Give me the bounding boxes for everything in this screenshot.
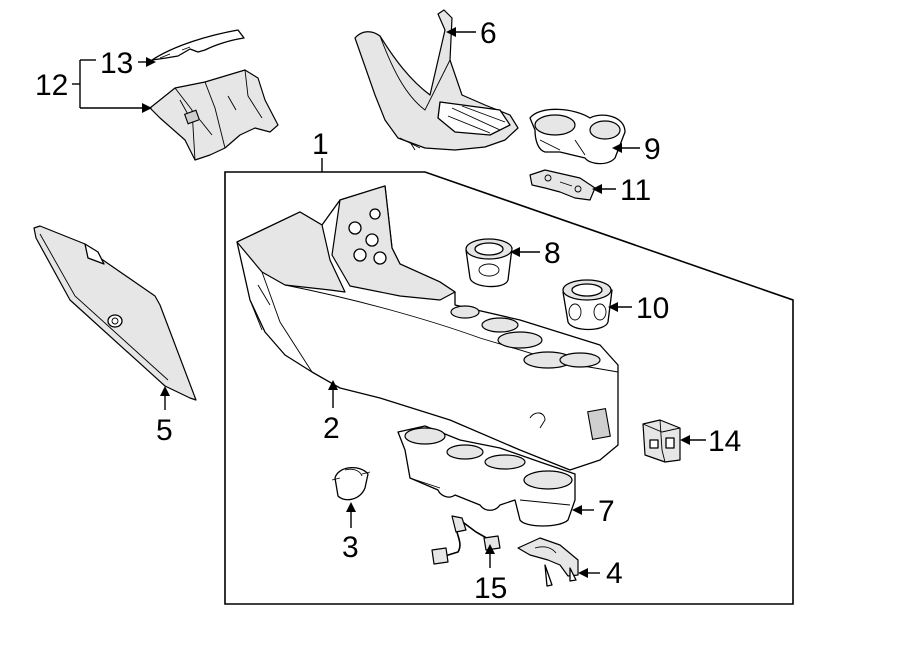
part-13-trim-strip[interactable]: [151, 29, 245, 61]
part-7-cup-holder-tray[interactable]: [397, 425, 576, 527]
callout-9: 9: [644, 133, 661, 166]
callout-14: 14: [708, 425, 741, 458]
callout-4: 4: [606, 557, 623, 590]
leader-lines: [72, 27, 706, 578]
part-6-shifter-trim[interactable]: [354, 9, 519, 151]
callout-1: 1: [312, 128, 329, 161]
callout-7: 7: [598, 495, 615, 528]
part-15-wire-harness[interactable]: [431, 515, 501, 565]
part-8-cup-insert[interactable]: [465, 238, 513, 288]
part-12-bracket[interactable]: [149, 69, 279, 161]
callout-2: 2: [323, 412, 340, 445]
callout-6: 6: [480, 17, 497, 50]
callout-12: 12: [35, 69, 68, 102]
callout-8: 8: [544, 237, 561, 270]
callout-15: 15: [474, 572, 507, 605]
callout-13: 13: [100, 47, 133, 80]
callout-11: 11: [620, 174, 651, 207]
part-14-usb-module[interactable]: [642, 419, 681, 463]
callout-labels: 1 2 3 4 5 6 7 8 9 10 11 12 13 14 15: [35, 17, 741, 605]
part-3-cap[interactable]: [331, 467, 371, 501]
part-10-cup-insert[interactable]: [562, 279, 613, 331]
assembly-frame: [224, 171, 794, 605]
part-2-console-body[interactable]: [236, 185, 619, 471]
part-4-bracket[interactable]: [517, 537, 579, 587]
part-5-side-panel[interactable]: [33, 225, 197, 401]
part-11-bracket[interactable]: [529, 169, 596, 201]
callout-5: 5: [156, 414, 173, 447]
part-9-cup-holder-insert[interactable]: [529, 108, 626, 165]
callout-10: 10: [636, 292, 669, 325]
callout-3: 3: [342, 531, 359, 564]
